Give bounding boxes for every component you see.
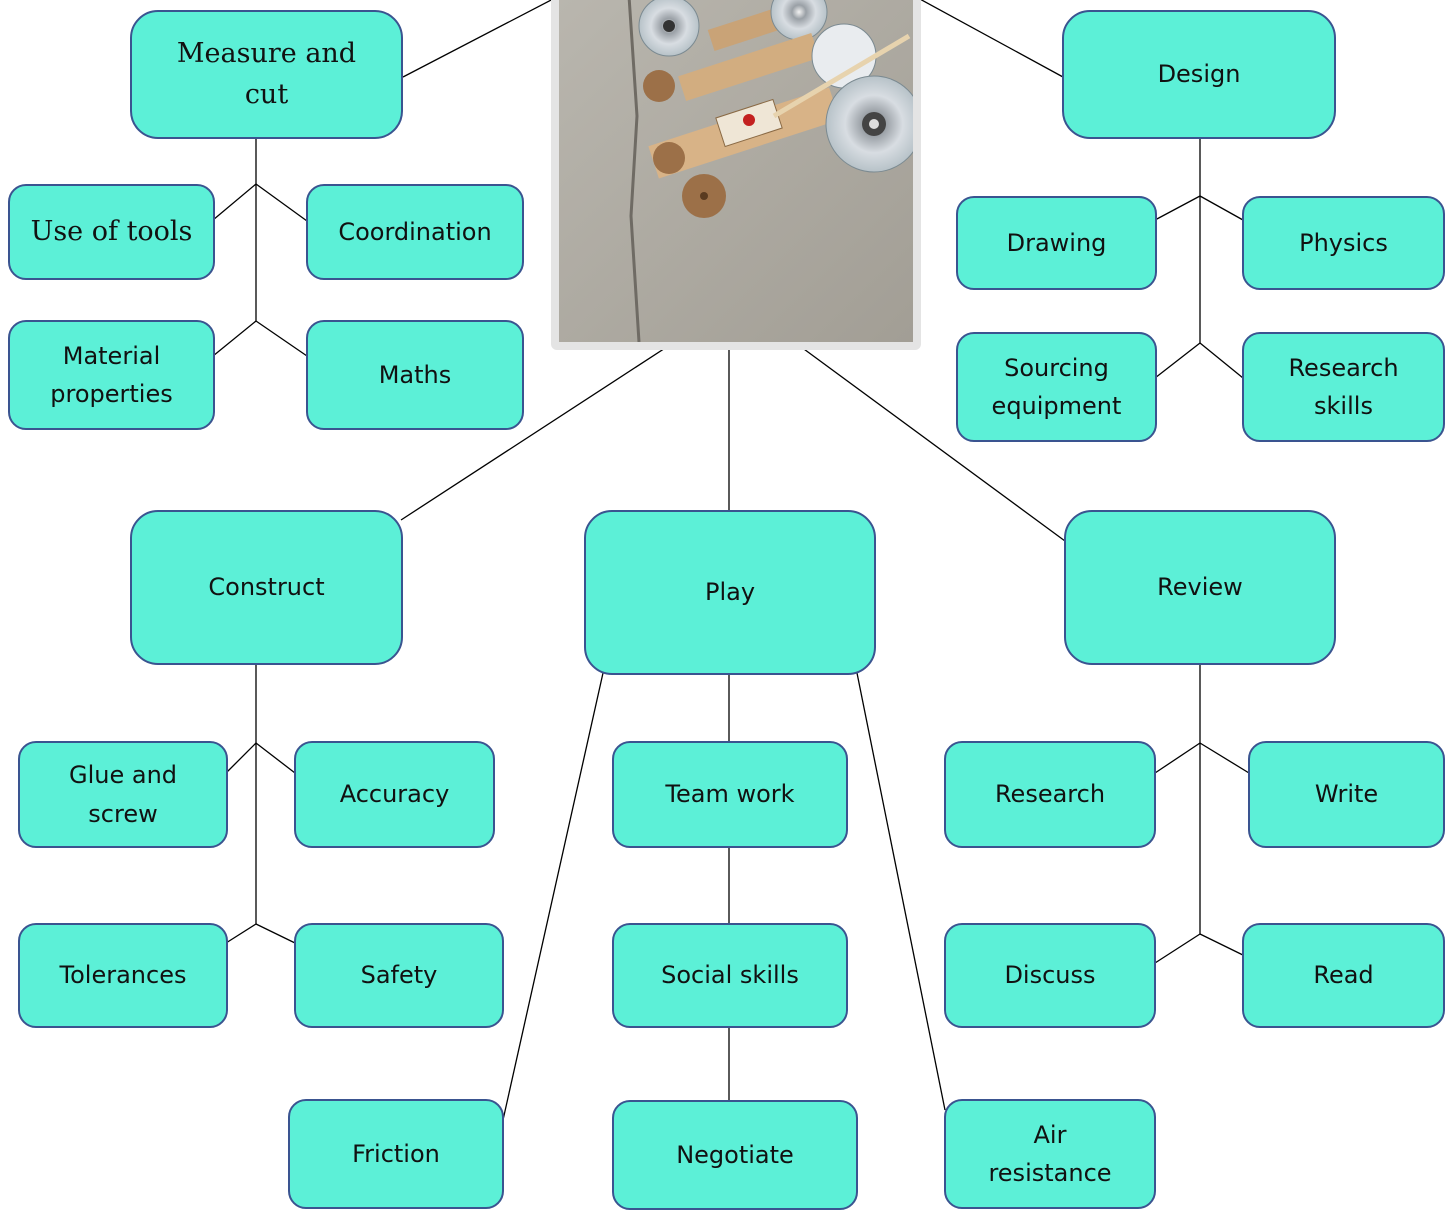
node-review: Review — [1064, 510, 1336, 665]
node-label: Material properties — [50, 341, 173, 408]
node-team-work: Team work — [612, 741, 848, 848]
node-write: Write — [1248, 741, 1445, 848]
node-discuss: Discuss — [944, 923, 1156, 1028]
node-label: Maths — [378, 360, 452, 389]
node-friction: Friction — [288, 1099, 504, 1209]
mousetrap-cars-photo — [551, 0, 921, 350]
node-measure-and-cut: Measure and cut — [130, 10, 403, 139]
node-sourcing-equipment: Sourcing equipment — [956, 332, 1157, 442]
node-air-resistance: Air resistance — [944, 1099, 1156, 1209]
node-drawing: Drawing — [956, 196, 1157, 290]
node-label: Use of tools — [30, 215, 193, 247]
node-label: Friction — [352, 1139, 440, 1168]
node-label: Social skills — [661, 961, 799, 990]
node-maths: Maths — [306, 320, 524, 430]
node-label: Write — [1314, 780, 1379, 809]
node-research: Research — [944, 741, 1156, 848]
node-construct: Construct — [130, 510, 403, 665]
node-label: Coordination — [338, 217, 492, 246]
node-label: Physics — [1299, 228, 1388, 257]
node-negotiate: Negotiate — [612, 1100, 858, 1210]
node-label: Team work — [665, 780, 795, 809]
node-label: Research — [994, 780, 1106, 809]
node-play: Play — [584, 510, 876, 675]
node-accuracy: Accuracy — [294, 741, 495, 848]
node-label: Drawing — [1006, 228, 1107, 257]
photo-illustration — [559, 0, 913, 342]
node-physics: Physics — [1242, 196, 1445, 290]
node-label: Air resistance — [988, 1120, 1112, 1187]
node-design: Design — [1062, 10, 1336, 139]
node-label: Read — [1313, 961, 1374, 990]
node-label: Research skills — [1288, 353, 1399, 420]
node-label: Construct — [208, 573, 325, 602]
node-social-skills: Social skills — [612, 923, 848, 1028]
node-label: Play — [704, 578, 756, 607]
node-label: Safety — [360, 961, 438, 990]
node-label: Tolerances — [59, 961, 187, 990]
node-label: Accuracy — [339, 780, 450, 809]
node-label: Sourcing equipment — [991, 353, 1122, 420]
node-label: Discuss — [1004, 961, 1096, 990]
node-research-skills: Research skills — [1242, 332, 1445, 442]
node-tolerances: Tolerances — [18, 923, 228, 1028]
node-safety: Safety — [294, 923, 504, 1028]
node-coordination: Coordination — [306, 184, 524, 280]
node-label: Glue and screw — [68, 761, 178, 828]
node-read: Read — [1242, 923, 1445, 1028]
node-use-of-tools: Use of tools — [8, 184, 215, 280]
node-label: Review — [1157, 573, 1243, 602]
node-label: Design — [1157, 60, 1241, 89]
node-material-properties: Material properties — [8, 320, 215, 430]
node-glue-and-screw: Glue and screw — [18, 741, 228, 848]
node-label: Negotiate — [676, 1140, 794, 1169]
node-label: Measure and cut — [176, 38, 357, 110]
